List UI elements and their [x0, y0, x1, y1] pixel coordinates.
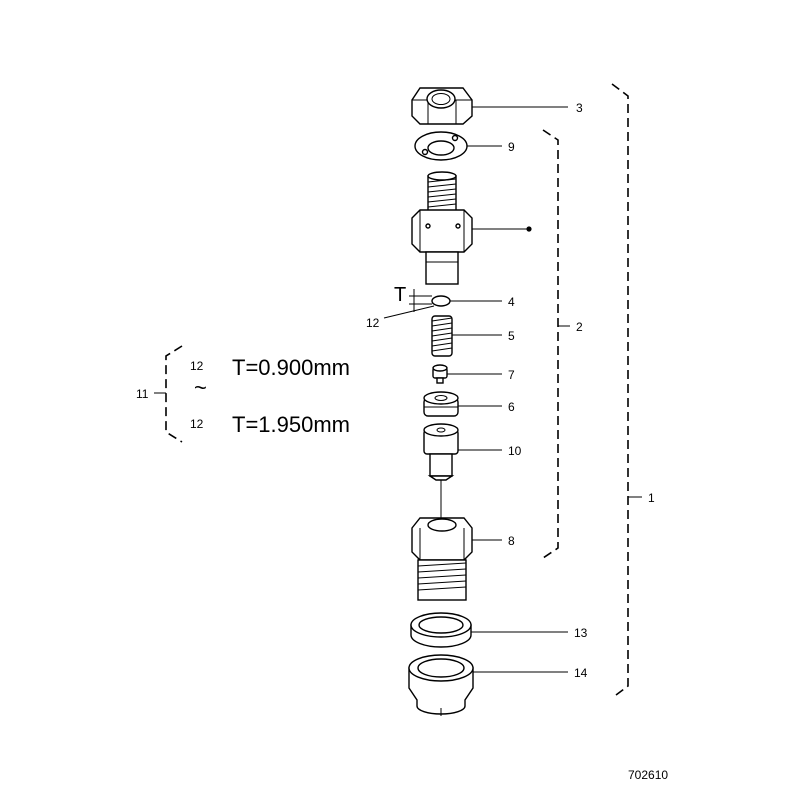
- thickness-min: T=0.900mm: [232, 355, 350, 380]
- bracket-group-2: [542, 129, 559, 559]
- table-item-top: 12: [190, 359, 204, 373]
- range-tilde: ~: [194, 375, 207, 400]
- part-13-sealing-ring: [410, 612, 472, 648]
- bracket-group-1: [611, 83, 629, 699]
- callout-6: 6: [508, 400, 515, 414]
- callout-4: 4: [508, 295, 515, 309]
- callout-5: 5: [508, 329, 515, 343]
- table-item-bottom: 12: [190, 417, 204, 431]
- part-7-spring-seat: [432, 364, 448, 384]
- leader-12-shim: [383, 305, 435, 319]
- part-injector-body: [411, 171, 473, 285]
- callout-8: 8: [508, 534, 515, 548]
- part-3-hex-nut: [411, 87, 473, 125]
- part-14-sleeve: [408, 654, 474, 716]
- part-4-shim: [431, 295, 451, 307]
- callout-7: 7: [508, 368, 515, 382]
- callout-1: 1: [648, 491, 655, 505]
- callout-14: 14: [574, 666, 588, 680]
- figure-number: 702610: [628, 768, 668, 782]
- bracket-group-11: [165, 345, 183, 443]
- callout-12: 12: [366, 316, 380, 330]
- part-10-nozzle: [423, 423, 459, 518]
- thickness-dimension-marker: [409, 289, 432, 312]
- callout-13: 13: [574, 626, 588, 640]
- part-8-nozzle-nut: [411, 517, 473, 601]
- thickness-symbol: T: [394, 284, 406, 306]
- shim-selection-table: 11 12 T=0.900mm ~ 12 T=1.950mm: [136, 345, 350, 443]
- callout-2: 2: [576, 320, 583, 334]
- callout-9: 9: [508, 140, 515, 154]
- part-9-washer: [414, 131, 468, 161]
- body-reference-dot: [526, 226, 532, 232]
- callout-3: 3: [576, 101, 583, 115]
- callout-10: 10: [508, 444, 522, 458]
- thickness-max: T=1.950mm: [232, 412, 350, 437]
- part-6-spacer: [423, 391, 459, 417]
- callout-11: 11: [136, 387, 149, 401]
- part-5-spring: [431, 315, 453, 357]
